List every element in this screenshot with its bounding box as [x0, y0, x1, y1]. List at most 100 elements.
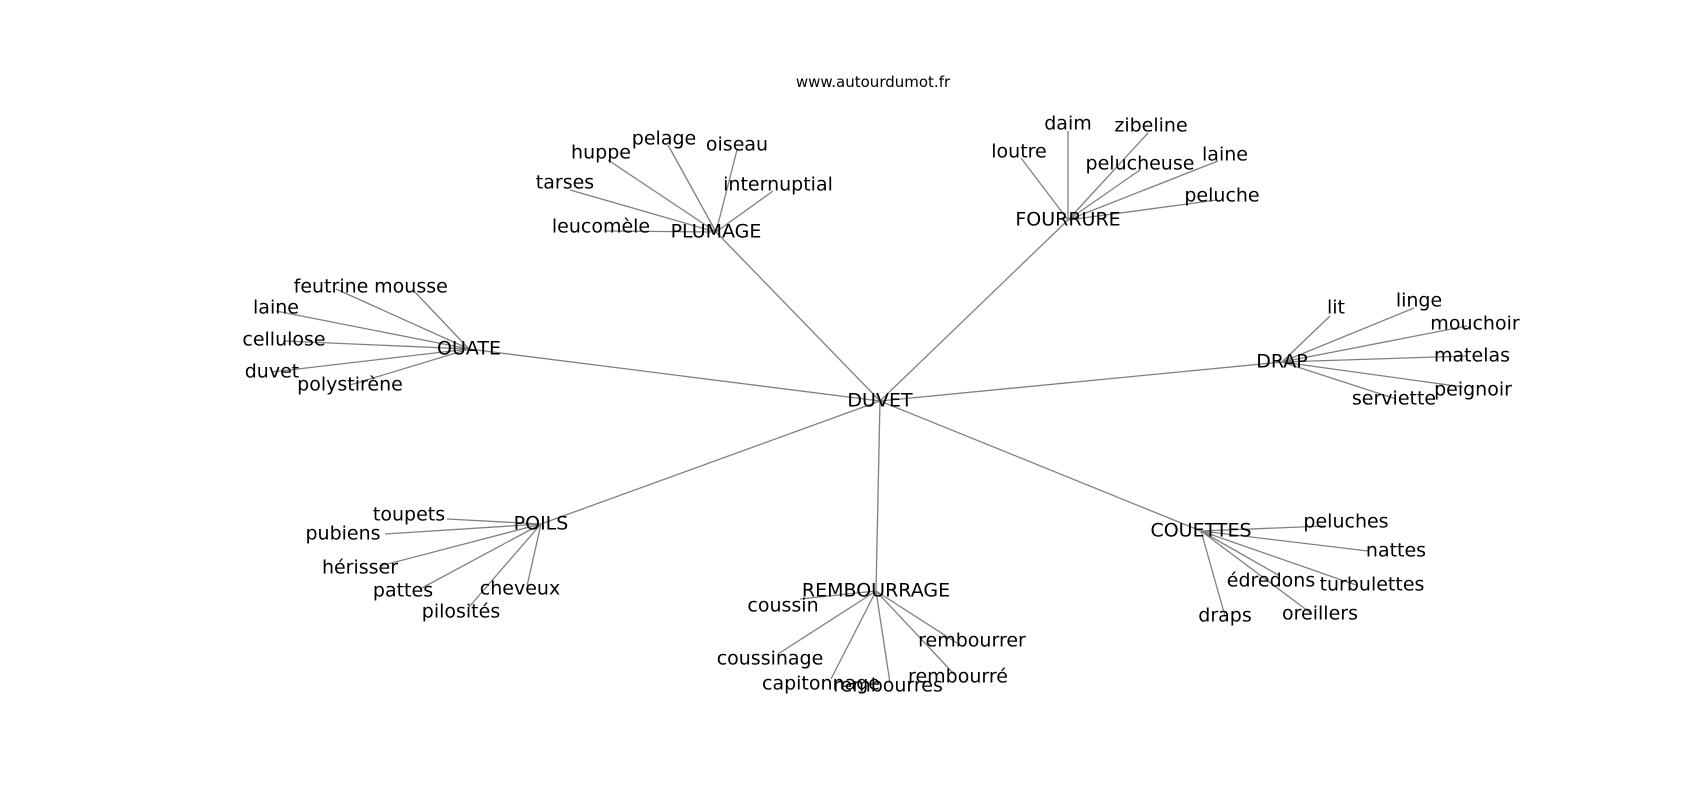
leaf-rembourrage-5: rembourres	[833, 674, 943, 697]
edge-couettes-0	[1200, 525, 1326, 532]
leaf-couettes-2: édredons	[1226, 569, 1316, 592]
edge-center-drap	[879, 361, 1283, 402]
edge-center-fourrure	[879, 219, 1069, 402]
edge-ouate-0	[335, 288, 470, 350]
edge-ouate-1	[413, 290, 470, 350]
edge-drap-5	[1281, 361, 1397, 400]
leaf-couettes-5: oreillers	[1282, 602, 1358, 625]
edge-rembourrage-4	[830, 590, 877, 680]
node-group-drap: DRAP	[1256, 350, 1308, 373]
leaf-ouate-2: laine	[253, 296, 299, 319]
node-center: DUVET	[847, 389, 913, 412]
edge-rembourrage-0	[799, 590, 877, 600]
node-group-rembourrage: REMBOURRAGE	[801, 579, 951, 602]
node-group-fourrure: FOURRURE	[1015, 208, 1121, 231]
leaf-drap-1: linge	[1395, 289, 1443, 312]
edge-poils-3	[419, 523, 542, 590]
edge-couettes-3	[1200, 530, 1357, 586]
edge-couettes-4	[1200, 530, 1226, 617]
leaf-ouate-1: mousse	[374, 275, 448, 298]
edge-poils-1	[384, 523, 542, 535]
leaf-plumage-2: oiseau	[705, 133, 769, 156]
leaf-ouate-0: feutrine	[293, 275, 369, 298]
edge-center-couettes	[879, 400, 1202, 532]
leaf-ouate-4: duvet	[244, 360, 300, 383]
edge-drap-2	[1281, 325, 1468, 363]
site-url: www.autourdumot.fr	[795, 73, 951, 91]
edge-poils-2	[379, 523, 542, 567]
edge-ouate-3	[283, 340, 470, 350]
edge-rembourrage-2	[777, 590, 877, 655]
edge-center-poils	[540, 400, 881, 525]
edge-couettes-1	[1200, 530, 1369, 552]
leaf-drap-0: lit	[1326, 296, 1346, 319]
node-group-couettes: COUETTES	[1150, 519, 1252, 542]
edge-ouate-5	[349, 348, 470, 386]
leaf-poils-1: pubiens	[305, 522, 381, 545]
leaf-plumage-3: tarses	[535, 171, 595, 194]
leaf-poils-5: pilosités	[421, 600, 501, 623]
edge-plumage-3	[569, 189, 717, 233]
edge-couettes-5	[1200, 530, 1313, 615]
leaf-poils-0: toupets	[372, 503, 446, 526]
edge-drap-0	[1281, 315, 1331, 363]
edge-ouate-4	[271, 348, 470, 373]
edge-drap-1	[1281, 307, 1415, 363]
edge-poils-5	[468, 523, 542, 608]
edge-plumage-0	[607, 159, 717, 233]
leaf-rembourrage-3: rembourré	[908, 665, 1008, 688]
edge-fourrure-4	[1067, 169, 1141, 221]
leaf-poils-2: hérisser	[321, 556, 399, 579]
edge-drap-4	[1281, 361, 1464, 388]
leaf-plumage-5: leucomèle	[551, 215, 651, 238]
leaf-ouate-3: cellulose	[242, 328, 326, 351]
leaf-fourrure-1: zibeline	[1114, 114, 1188, 137]
leaf-rembourrage-2: coussinage	[716, 647, 824, 670]
edge-fourrure-1	[1067, 132, 1149, 221]
leaf-fourrure-4: pelucheuse	[1085, 152, 1195, 175]
leaf-fourrure-3: laine	[1202, 143, 1248, 166]
leaf-couettes-3: turbulettes	[1319, 573, 1425, 596]
leaf-rembourrage-4: capitonnage	[762, 672, 880, 695]
leaf-couettes-0: peluches	[1303, 510, 1389, 533]
edge-couettes-2	[1200, 530, 1281, 577]
leaf-poils-3: pattes	[372, 579, 434, 602]
leaf-drap-5: serviette	[1351, 387, 1437, 410]
edge-plumage-1	[667, 144, 717, 233]
leaf-plumage-0: huppe	[571, 141, 631, 164]
leaf-drap-3: matelas	[1433, 344, 1511, 367]
leaf-poils-4: cheveux	[479, 577, 561, 600]
edge-rembourrage-3	[875, 590, 955, 675]
edge-plumage-2	[715, 149, 738, 233]
edge-rembourrage-1	[875, 590, 958, 644]
leaf-couettes-1: nattes	[1365, 539, 1427, 562]
edge-fourrure-5	[1067, 199, 1218, 221]
leaf-plumage-4: internuptial	[723, 173, 833, 196]
leaf-rembourrage-1: rembourrer	[918, 629, 1026, 652]
edge-center-rembourrage	[875, 400, 881, 592]
edge-plumage-4	[715, 190, 774, 233]
leaf-drap-4: peignoir	[1434, 378, 1512, 401]
leaf-fourrure-5: peluche	[1184, 184, 1260, 207]
edge-poils-0	[446, 518, 542, 525]
node-group-poils: POILS	[513, 512, 569, 535]
leaf-fourrure-0: daim	[1044, 112, 1092, 135]
node-group-ouate: OUATE	[437, 337, 501, 360]
edge-drap-3	[1281, 355, 1468, 363]
edge-center-ouate	[468, 348, 881, 402]
leaf-plumage-1: pelage	[631, 127, 697, 150]
edge-poils-4	[526, 523, 542, 587]
edge-ouate-2	[275, 310, 470, 350]
edge-fourrure-3	[1067, 160, 1219, 221]
edge-plumage-5	[604, 230, 717, 233]
leaf-rembourrage-0: coussin	[747, 594, 819, 617]
edge-rembourrage-5	[875, 590, 891, 684]
leaf-drap-2: mouchoir	[1430, 312, 1520, 335]
edge-center-plumage	[715, 231, 881, 402]
leaf-couettes-4: draps	[1198, 604, 1252, 627]
node-group-plumage: PLUMAGE	[670, 220, 762, 243]
leaf-fourrure-2: loutre	[991, 140, 1047, 163]
leaf-ouate-5: polystirène	[297, 373, 403, 396]
